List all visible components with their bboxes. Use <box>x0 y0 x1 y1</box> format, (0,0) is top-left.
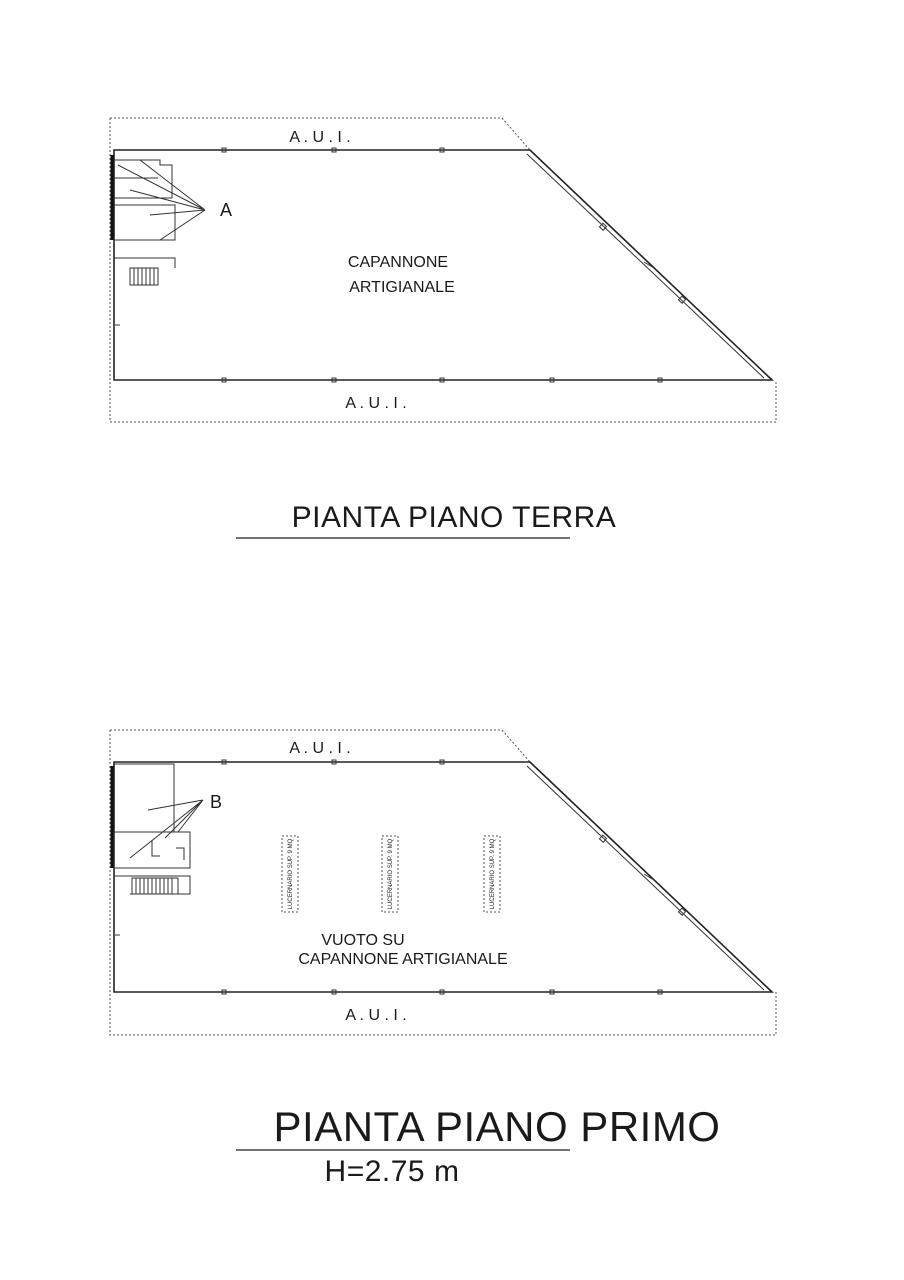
first-service-rooms <box>110 763 204 936</box>
first-sloped-wall-details <box>598 834 687 916</box>
ground-aui-bottom-label: A . U . I . <box>345 395 406 412</box>
first-plan-title: PIANTA PIANO PRIMO <box>274 1103 721 1150</box>
first-aui-top-label: A . U . I . <box>289 740 350 757</box>
first-marker-b: B <box>210 792 222 812</box>
skylight-2: LUCERNARIO SUP. 9 MQ <box>381 835 399 913</box>
skylight-1-label: LUCERNARIO SUP. 9 MQ <box>288 838 294 909</box>
ground-room-label-line1: CAPANNONE <box>348 254 448 271</box>
ground-floor-plan: A A . U . I . A . U . I . CAPANNONE ARTI… <box>109 117 777 423</box>
skylight-2-label: LUCERNARIO SUP. 9 MQ <box>388 838 394 909</box>
skylight-3: LUCERNARIO SUP. 9 MQ <box>483 835 501 913</box>
first-floor-plan: B LUCERNARIO SUP. 9 MQ LUCERNARIO SUP. 9… <box>109 729 777 1036</box>
ground-sloped-wall-details <box>598 222 687 304</box>
ground-bottom-columns <box>221 377 663 383</box>
ground-sloped-wall-inner <box>526 153 765 379</box>
ground-plan-title: PIANTA PIANO TERRA <box>292 501 617 534</box>
ground-service-rooms <box>110 155 206 326</box>
first-skylights: LUCERNARIO SUP. 9 MQ LUCERNARIO SUP. 9 M… <box>281 835 501 913</box>
first-aui-bottom-label: A . U . I . <box>345 1007 406 1024</box>
first-bottom-columns <box>221 989 663 995</box>
first-top-columns <box>221 759 445 765</box>
ground-top-columns <box>221 147 445 153</box>
ground-room-label-line2: ARTIGIANALE <box>349 279 455 296</box>
ground-aui-top-label: A . U . I . <box>289 129 350 146</box>
skylight-3-label: LUCERNARIO SUP. 9 MQ <box>490 838 496 909</box>
first-outer-boundary <box>109 729 777 1036</box>
ground-stair <box>129 267 159 286</box>
ground-marker-a: A <box>220 200 232 220</box>
first-stair <box>131 877 179 895</box>
first-sloped-wall-inner <box>526 765 765 991</box>
skylight-1: LUCERNARIO SUP. 9 MQ <box>281 835 299 913</box>
ground-outer-boundary <box>109 117 777 423</box>
first-plan-subtitle: H=2.75 m <box>325 1155 460 1188</box>
first-room-label-line1: VUOTO SU <box>321 932 404 949</box>
first-hall-walls <box>113 761 775 993</box>
ground-hall-walls <box>113 149 775 381</box>
first-room-label-line2: CAPANNONE ARTIGIANALE <box>298 951 507 968</box>
